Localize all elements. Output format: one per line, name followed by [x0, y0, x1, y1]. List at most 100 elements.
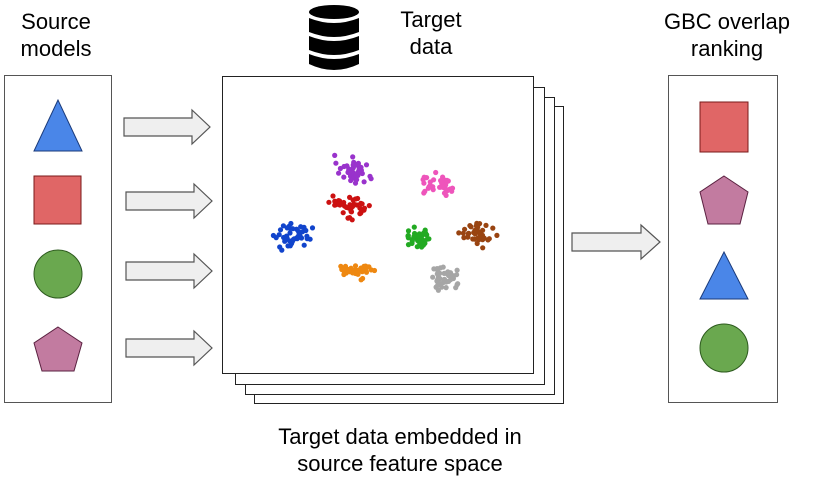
cluster-point [349, 217, 355, 223]
cluster-point [341, 174, 347, 180]
arrow-right-icon [123, 108, 211, 146]
database-icon [309, 5, 359, 70]
cluster-point [348, 208, 354, 215]
cluster-point [354, 177, 360, 183]
cluster-point [449, 272, 455, 278]
cluster-point [437, 280, 443, 287]
cluster-point [480, 227, 486, 233]
cluster-point [326, 199, 332, 205]
source-shapes [33, 98, 83, 372]
cluster-point [449, 185, 456, 191]
cluster-point [477, 231, 483, 237]
cluster-point [280, 223, 286, 229]
cluster-point [296, 231, 302, 237]
cluster-point [361, 179, 367, 185]
cluster-point [434, 267, 441, 273]
cluster-point [352, 263, 359, 269]
cluster-point [411, 224, 417, 230]
cluster-point [359, 208, 365, 214]
cluster-point [433, 169, 439, 176]
cluster-point [359, 170, 365, 177]
cluster-point [473, 227, 479, 233]
square-icon [699, 101, 749, 153]
cluster-point [423, 230, 429, 236]
cluster-point [422, 188, 428, 194]
cluster-point [405, 228, 412, 234]
cluster-point [490, 225, 496, 231]
cluster-point [285, 243, 291, 249]
cluster-point [309, 225, 316, 231]
cluster-point [411, 233, 417, 240]
cluster-point [465, 231, 471, 237]
cluster-point [343, 204, 349, 210]
cluster-point [363, 162, 370, 168]
cluster-point [348, 177, 354, 184]
embedding-page-front [222, 76, 534, 374]
arrow-right-icon [125, 182, 213, 220]
cluster-point [454, 267, 460, 273]
cluster-point [303, 227, 309, 234]
cluster-point [430, 187, 436, 193]
triangle-icon [33, 98, 83, 152]
cluster-point [330, 193, 336, 199]
cluster-point [455, 281, 461, 287]
cluster-point [307, 236, 313, 242]
cluster-point [416, 233, 422, 239]
cluster-point [462, 226, 468, 232]
cluster-point [340, 266, 346, 273]
cluster-point [416, 238, 423, 244]
cluster-point [461, 235, 467, 241]
cluster-point [341, 271, 347, 278]
cluster-point [277, 227, 284, 233]
cluster-point [472, 236, 478, 242]
cluster-point [336, 170, 342, 176]
cluster-point [350, 270, 356, 276]
cluster-point [288, 220, 294, 227]
target-data-label: Target data [400, 7, 462, 59]
cluster-point [333, 160, 339, 166]
cluster-point [440, 184, 446, 190]
cluster-point [340, 210, 346, 216]
triangle-icon [699, 250, 749, 300]
cluster-point [347, 205, 353, 211]
arrow-right-icon [125, 329, 213, 367]
square-icon [33, 175, 82, 225]
cluster-point [366, 203, 372, 209]
cluster-point [301, 242, 307, 248]
cluster-point [483, 222, 489, 228]
cluster-point [270, 232, 276, 239]
ranking-label: GBC overlap ranking [664, 9, 790, 61]
cluster-point [435, 287, 441, 293]
cluster-point [371, 267, 378, 274]
cluster-point [337, 165, 343, 172]
cluster-point [358, 277, 364, 283]
embedding-scatter [270, 152, 500, 293]
cluster-point [443, 285, 449, 291]
ranking-shapes [699, 101, 749, 373]
cluster-point [368, 176, 374, 182]
cluster-point [276, 232, 282, 238]
cluster-point [298, 224, 304, 230]
cluster-point [441, 270, 447, 276]
cluster-point [352, 196, 359, 202]
cluster-point [480, 245, 486, 251]
cluster-point [424, 175, 430, 181]
arrow-right-icon [125, 252, 213, 290]
cluster-point [345, 215, 351, 221]
circle-icon [33, 249, 83, 299]
cluster-point [363, 263, 369, 269]
cluster-point [345, 266, 351, 273]
cluster-point [426, 236, 432, 242]
cluster-point [336, 201, 342, 207]
cluster-point [430, 274, 436, 280]
cluster-point [405, 235, 411, 241]
cluster-point [358, 265, 364, 271]
cluster-point [290, 237, 296, 243]
cluster-point [277, 244, 283, 250]
cluster-point [332, 199, 338, 205]
circle-icon [699, 323, 749, 373]
cluster-point [346, 166, 352, 172]
cluster-point [486, 236, 492, 242]
cluster-point [353, 172, 359, 178]
